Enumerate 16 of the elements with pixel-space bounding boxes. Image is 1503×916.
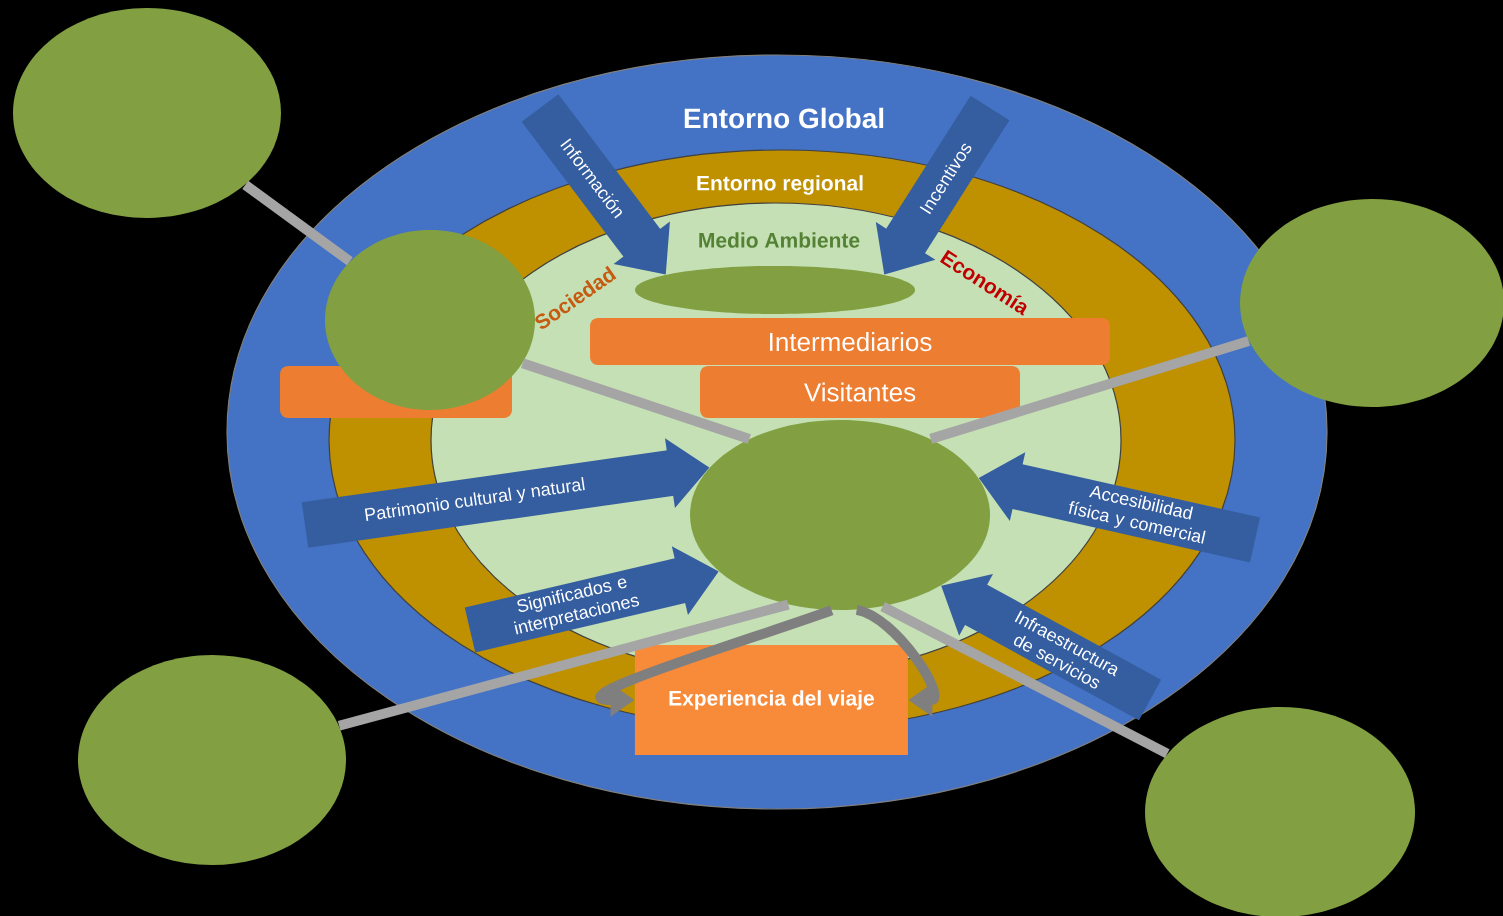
oval-shape — [13, 8, 281, 218]
banner-bar: Intermediarios — [590, 318, 1110, 366]
oval-shape — [325, 230, 535, 410]
node-label: Intermediarios — [770, 332, 932, 352]
connector-line — [242, 180, 353, 266]
connector-line — [337, 599, 790, 731]
connector-line — [880, 602, 1170, 759]
curved-arrow — [855, 605, 940, 717]
oval-shape — [78, 655, 346, 865]
connector-line — [929, 336, 1251, 444]
oval-shape — [635, 266, 915, 314]
banner-bar: Visitantes — [700, 366, 1020, 418]
oval-shape — [690, 420, 990, 610]
text-box: Experiencia del viaje — [634, 645, 908, 755]
connector-line — [521, 358, 751, 444]
node-label: Visitantes — [804, 382, 916, 402]
